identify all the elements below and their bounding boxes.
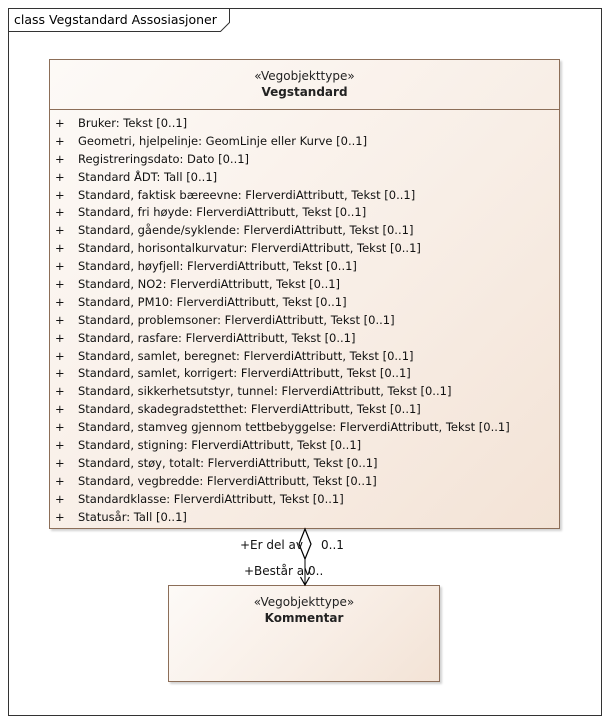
attribute-visibility: + <box>55 330 65 345</box>
attribute-visibility: + <box>55 187 65 202</box>
attribute-visibility: + <box>55 294 65 309</box>
attribute-row[interactable]: + Standardklasse: FlerverdiAttributt, Tek… <box>50 491 559 509</box>
attribute-text: Standard, horisontalkurvatur: FlerverdiA… <box>78 241 421 256</box>
attribute-text: Standard, høyfjell: FlerverdiAttributt, … <box>78 259 357 274</box>
attribute-row[interactable]: + Statusår: Tall [0..1] <box>50 509 559 527</box>
attribute-row[interactable]: + Standard, stigning: FlerverdiAttributt,… <box>50 437 559 455</box>
attribute-visibility: + <box>55 151 65 166</box>
attribute-text: Standardklasse: FlerverdiAttributt, Teks… <box>78 491 344 506</box>
frame-tab-outline <box>8 8 230 32</box>
attribute-text: Standard, gående/syklende: FlerverdiAttr… <box>78 223 414 238</box>
attribute-text: Geometri, hjelpelinje: GeomLinje eller K… <box>78 133 368 148</box>
attribute-visibility: + <box>55 384 65 399</box>
attribute-text: Standard, NO2: FlerverdiAttributt, Tekst… <box>78 277 341 292</box>
attribute-row[interactable]: + Standard, PM10: FlerverdiAttributt, Tek… <box>50 294 559 312</box>
attribute-text: Bruker: Tekst [0..1] <box>78 116 188 130</box>
class-name: Vegstandard <box>261 85 348 99</box>
attribute-text: Standard, rasfare: FlerverdiAttributt, T… <box>78 330 356 345</box>
attribute-text: Standard, stigning: FlerverdiAttributt, … <box>78 438 362 453</box>
attribute-text: Standard, sikkerhetsutstyr, tunnel: Fler… <box>78 384 452 399</box>
attribute-row[interactable]: + Standard, faktisk bæreevne: FlerverdiAt… <box>50 187 559 205</box>
attribute-visibility: + <box>55 277 65 292</box>
attribute-row[interactable]: + Standard, samlet, beregnet: FlerverdiAt… <box>50 348 559 366</box>
attribute-row[interactable]: + Standard, skadegradstetthet: FlerverdiA… <box>50 401 559 419</box>
attribute-row[interactable]: + Standard, NO2: FlerverdiAttributt, Teks… <box>50 276 559 294</box>
class-divider <box>50 109 559 110</box>
attribute-visibility: + <box>55 312 65 327</box>
attribute-row[interactable]: + Standard, støy, totalt: FlerverdiAttrib… <box>50 455 559 473</box>
attribute-text: Standard, faktisk bæreevne: FlerverdiAtt… <box>78 187 416 202</box>
attribute-row[interactable]: + Standard, samlet, korrigert: FlerverdiA… <box>50 365 559 383</box>
attribute-visibility: + <box>55 348 65 363</box>
attribute-row[interactable]: + Registreringsdato: Dato [0..1] <box>50 151 559 169</box>
attribute-row[interactable]: + Standard, rasfare: FlerverdiAttributt, … <box>50 330 559 348</box>
attribute-visibility: + <box>55 402 65 417</box>
attribute-text: Standard, problemsoner: FlerverdiAttribu… <box>78 312 395 327</box>
attribute-text: Standard ÅDT: Tall [0..1] <box>78 169 218 184</box>
class-stereotype: «Vegobjekttype» <box>254 69 355 83</box>
attribute-row[interactable]: + Standard, stamveg gjennom tettbebyggels… <box>50 419 559 437</box>
source-multiplicity-label: 0..1 <box>321 538 344 552</box>
attribute-visibility: + <box>55 438 65 453</box>
attribute-text: Standard, støy, totalt: FlerverdiAttribu… <box>78 455 378 470</box>
attribute-row[interactable]: + Standard, fri høyde: FlerverdiAttributt… <box>50 204 559 222</box>
attribute-text: Statusår: Tall [0..1] <box>78 509 187 524</box>
attribute-visibility: + <box>55 169 65 184</box>
attribute-row[interactable]: + Bruker: Tekst [0..1] <box>50 115 559 133</box>
attribute-visibility: + <box>55 455 65 470</box>
navigation-arrowhead <box>299 576 311 587</box>
attribute-row[interactable]: + Standard, gående/syklende: FlerverdiAtt… <box>50 222 559 240</box>
attribute-row[interactable]: + Standard, høyfjell: FlerverdiAttributt,… <box>50 258 559 276</box>
attribute-text: Standard, fri høyde: FlerverdiAttributt,… <box>78 205 367 220</box>
attribute-visibility: + <box>55 259 65 274</box>
target-role-label: +Består av <box>244 564 312 578</box>
class-stereotype: «Vegobjekttype» <box>253 595 355 609</box>
frame-title: class Vegstandard Assosiasjoner <box>14 12 217 27</box>
attribute-row[interactable]: + Standard, horisontalkurvatur: Flerverdi… <box>50 240 559 258</box>
attribute-visibility: + <box>55 509 65 524</box>
attribute-visibility: + <box>55 241 65 256</box>
attribute-text: Standard, samlet, beregnet: FlerverdiAtt… <box>78 348 414 363</box>
attribute-row[interactable]: + Standard ÅDT: Tall [0..1] <box>50 169 559 187</box>
attribute-text: Standard, skadegradstetthet: FlerverdiAt… <box>78 402 421 417</box>
attribute-row[interactable]: + Standard, vegbredde: FlerverdiAttributt… <box>50 473 559 491</box>
target-multiplicity-label: 0.. <box>308 564 324 578</box>
frame-title-tab <box>8 8 230 32</box>
class-name: Kommentar <box>264 611 344 625</box>
diagram-frame <box>8 8 602 716</box>
attribute-visibility: + <box>55 366 65 381</box>
attribute-row[interactable]: + Geometri, hjelpelinje: GeomLinje eller … <box>50 133 559 151</box>
source-role-label: +Er del av <box>240 538 303 552</box>
class-kommentar[interactable]: «Vegobjekttype» Kommentar <box>168 585 440 682</box>
attribute-visibility: + <box>55 223 65 238</box>
attribute-visibility: + <box>55 473 65 488</box>
attribute-text: Registreringsdato: Dato [0..1] <box>78 151 250 166</box>
attribute-text: Standard, samlet, korrigert: FlerverdiAt… <box>78 366 411 381</box>
attribute-list: + Bruker: Tekst [0..1] + Geometri, hjelpeli… <box>50 110 559 526</box>
attribute-visibility: + <box>55 420 65 435</box>
attribute-text: Standard, stamveg gjennom tettbebyggelse… <box>78 420 510 435</box>
attribute-row[interactable]: + Standard, problemsoner: FlerverdiAttrib… <box>50 312 559 330</box>
class-header: «Vegobjekttype» Vegstandard <box>50 60 559 109</box>
attribute-text: Standard, PM10: FlerverdiAttributt, Teks… <box>78 294 347 309</box>
attribute-visibility: + <box>55 205 65 220</box>
attribute-text: Standard, vegbredde: FlerverdiAttributt,… <box>78 473 377 488</box>
class-header: «Vegobjekttype» Kommentar <box>169 586 439 626</box>
class-vegstandard[interactable]: «Vegobjekttype» Vegstandard + Bruker: Tek… <box>49 59 560 529</box>
attribute-visibility: + <box>55 116 65 130</box>
attribute-visibility: + <box>55 491 65 506</box>
attribute-visibility: + <box>55 133 65 148</box>
attribute-row[interactable]: + Standard, sikkerhetsutstyr, tunnel: Fle… <box>50 383 559 401</box>
